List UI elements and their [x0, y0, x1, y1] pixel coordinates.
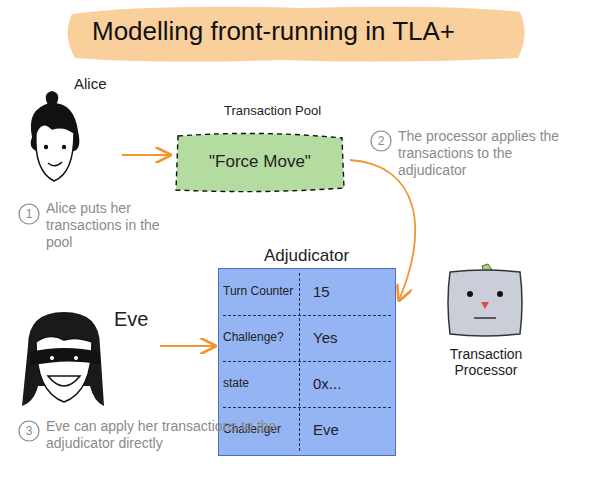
callout-number: 3 — [20, 422, 38, 440]
processor-name: Transaction Processor — [430, 346, 542, 378]
table-key: Turn Counter — [223, 273, 295, 311]
pool-heading: Transaction Pool — [224, 104, 321, 119]
table-key: state — [223, 365, 295, 403]
callout-note: Alice puts her transactions in the pool — [46, 200, 181, 250]
table-value: 0x... — [303, 365, 391, 403]
flow-arrow — [122, 154, 170, 156]
person-name: Alice — [74, 75, 107, 92]
callout-number: 1 — [20, 205, 38, 223]
diagram-node: Eve — [10, 300, 158, 412]
row-divider — [223, 315, 391, 316]
row-divider — [223, 361, 391, 362]
diagram-node: Transaction Pool "Force Move" — [172, 100, 348, 196]
pool-transaction: "Force Move" — [172, 152, 348, 172]
callout-note: Eve can apply her transactions to the ad… — [46, 418, 296, 452]
alice-face — [12, 89, 92, 189]
callout-circle — [371, 131, 391, 151]
diagram-node: Transaction Processor — [430, 262, 542, 390]
callout-circle — [19, 421, 39, 441]
flow-arrow — [160, 345, 215, 347]
table-key: Challenge? — [223, 319, 295, 357]
diagram-title: Modelling front-running in TLA+ — [92, 17, 455, 47]
diagram-node: Alice — [10, 75, 120, 190]
person-name: Eve — [114, 308, 148, 331]
callout-note: The processor applies the transactions t… — [398, 128, 583, 178]
component-heading: Adjudicator — [264, 246, 349, 266]
eve-face — [14, 306, 110, 410]
processor-robot — [444, 262, 528, 342]
callout-number: 2 — [372, 132, 390, 150]
table-value: Eve — [303, 411, 391, 449]
callout-circle — [19, 204, 39, 224]
table-value: Yes — [303, 319, 391, 357]
title-highlight — [68, 7, 525, 62]
column-divider — [299, 273, 300, 451]
row-divider — [223, 407, 391, 408]
table-value: 15 — [303, 273, 391, 311]
